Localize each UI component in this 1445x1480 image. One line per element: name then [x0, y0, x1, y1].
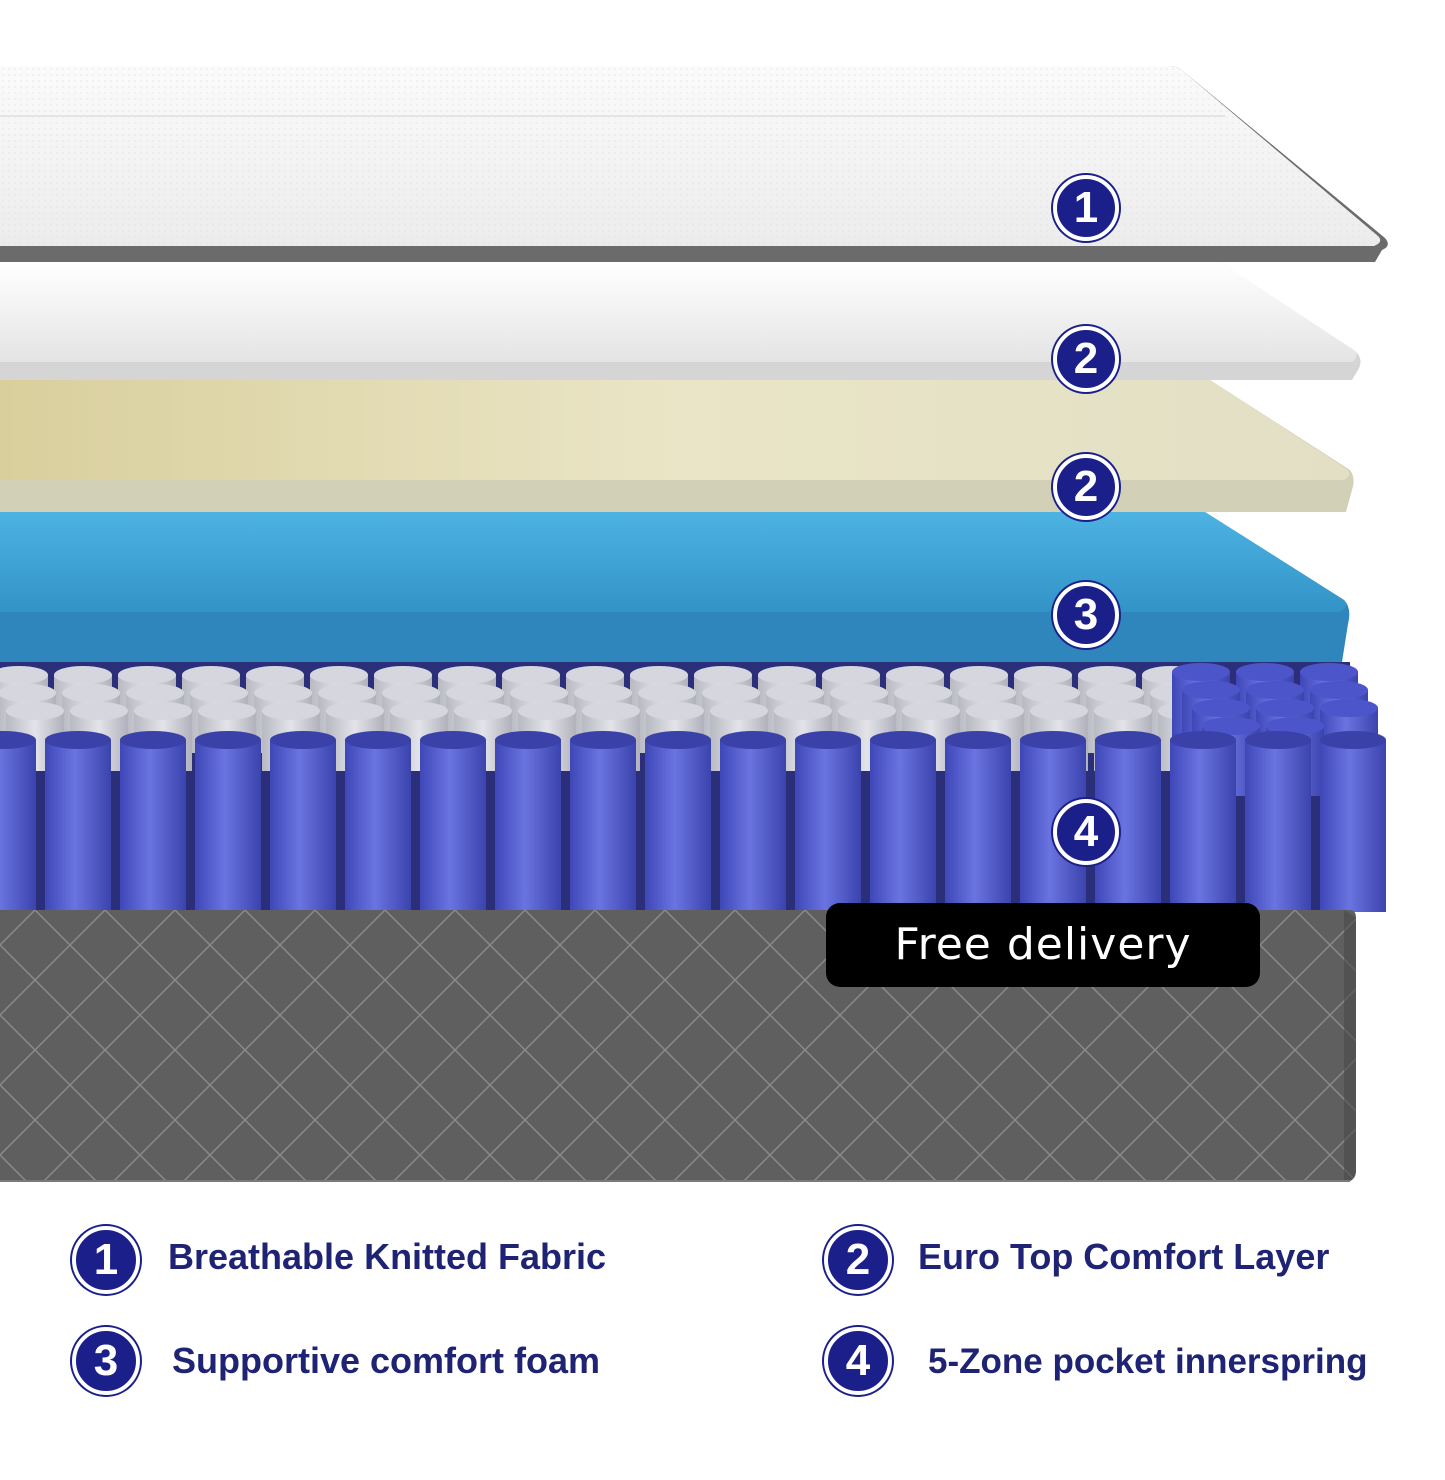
- legend-label-1: Breathable Knitted Fabric: [168, 1236, 607, 1277]
- spring-coil-front: [645, 731, 711, 912]
- euro-top-layer: [0, 380, 1354, 512]
- spring-coil-front: [45, 731, 111, 912]
- legend-label-3: Supportive comfort foam: [172, 1340, 601, 1381]
- spring-coil-front: [795, 731, 861, 912]
- spring-coil-front: [195, 731, 261, 912]
- spring-coil-front: [945, 731, 1011, 912]
- comfort-layer: [0, 262, 1361, 380]
- spring-coil-front: [720, 731, 786, 912]
- spring-coil-front: [570, 731, 636, 912]
- legend-number-4: 4: [824, 1327, 892, 1395]
- layer-badge-2-euro-top: 2: [1053, 454, 1119, 520]
- spring-coil-front: [120, 731, 186, 912]
- mattress-layers-illustration: [0, 66, 1388, 1182]
- free-delivery-badge: Free delivery: [826, 903, 1260, 987]
- layer-badge-3: 3: [1053, 582, 1119, 648]
- legend-label-4: 5-Zone pocket innerspring: [928, 1342, 1368, 1381]
- legend-number-2: 2: [824, 1226, 892, 1294]
- spring-coil-front: [1170, 731, 1236, 912]
- pocket-springs: [0, 662, 1386, 912]
- spring-coil-front: [1320, 731, 1386, 912]
- legend-label-2: Euro Top Comfort Layer: [918, 1236, 1330, 1277]
- spring-coil-front: [270, 731, 336, 912]
- knitted-fabric-layer: [0, 66, 1388, 262]
- spring-coil-front: [870, 731, 936, 912]
- layer-badge-2-comfort: 2: [1053, 326, 1119, 392]
- supportive-foam-layer: [0, 512, 1350, 662]
- spring-coil-front: [495, 731, 561, 912]
- legend-number-1: 1: [72, 1226, 140, 1294]
- spring-coil-front: [420, 731, 486, 912]
- legend-number-3: 3: [72, 1327, 140, 1395]
- layer-badge-4: 4: [1053, 799, 1119, 865]
- layer-badge-1: 1: [1053, 175, 1119, 241]
- spring-coil-front: [345, 731, 411, 912]
- spring-coil-front: [0, 731, 36, 912]
- spring-coil-front: [1245, 731, 1311, 912]
